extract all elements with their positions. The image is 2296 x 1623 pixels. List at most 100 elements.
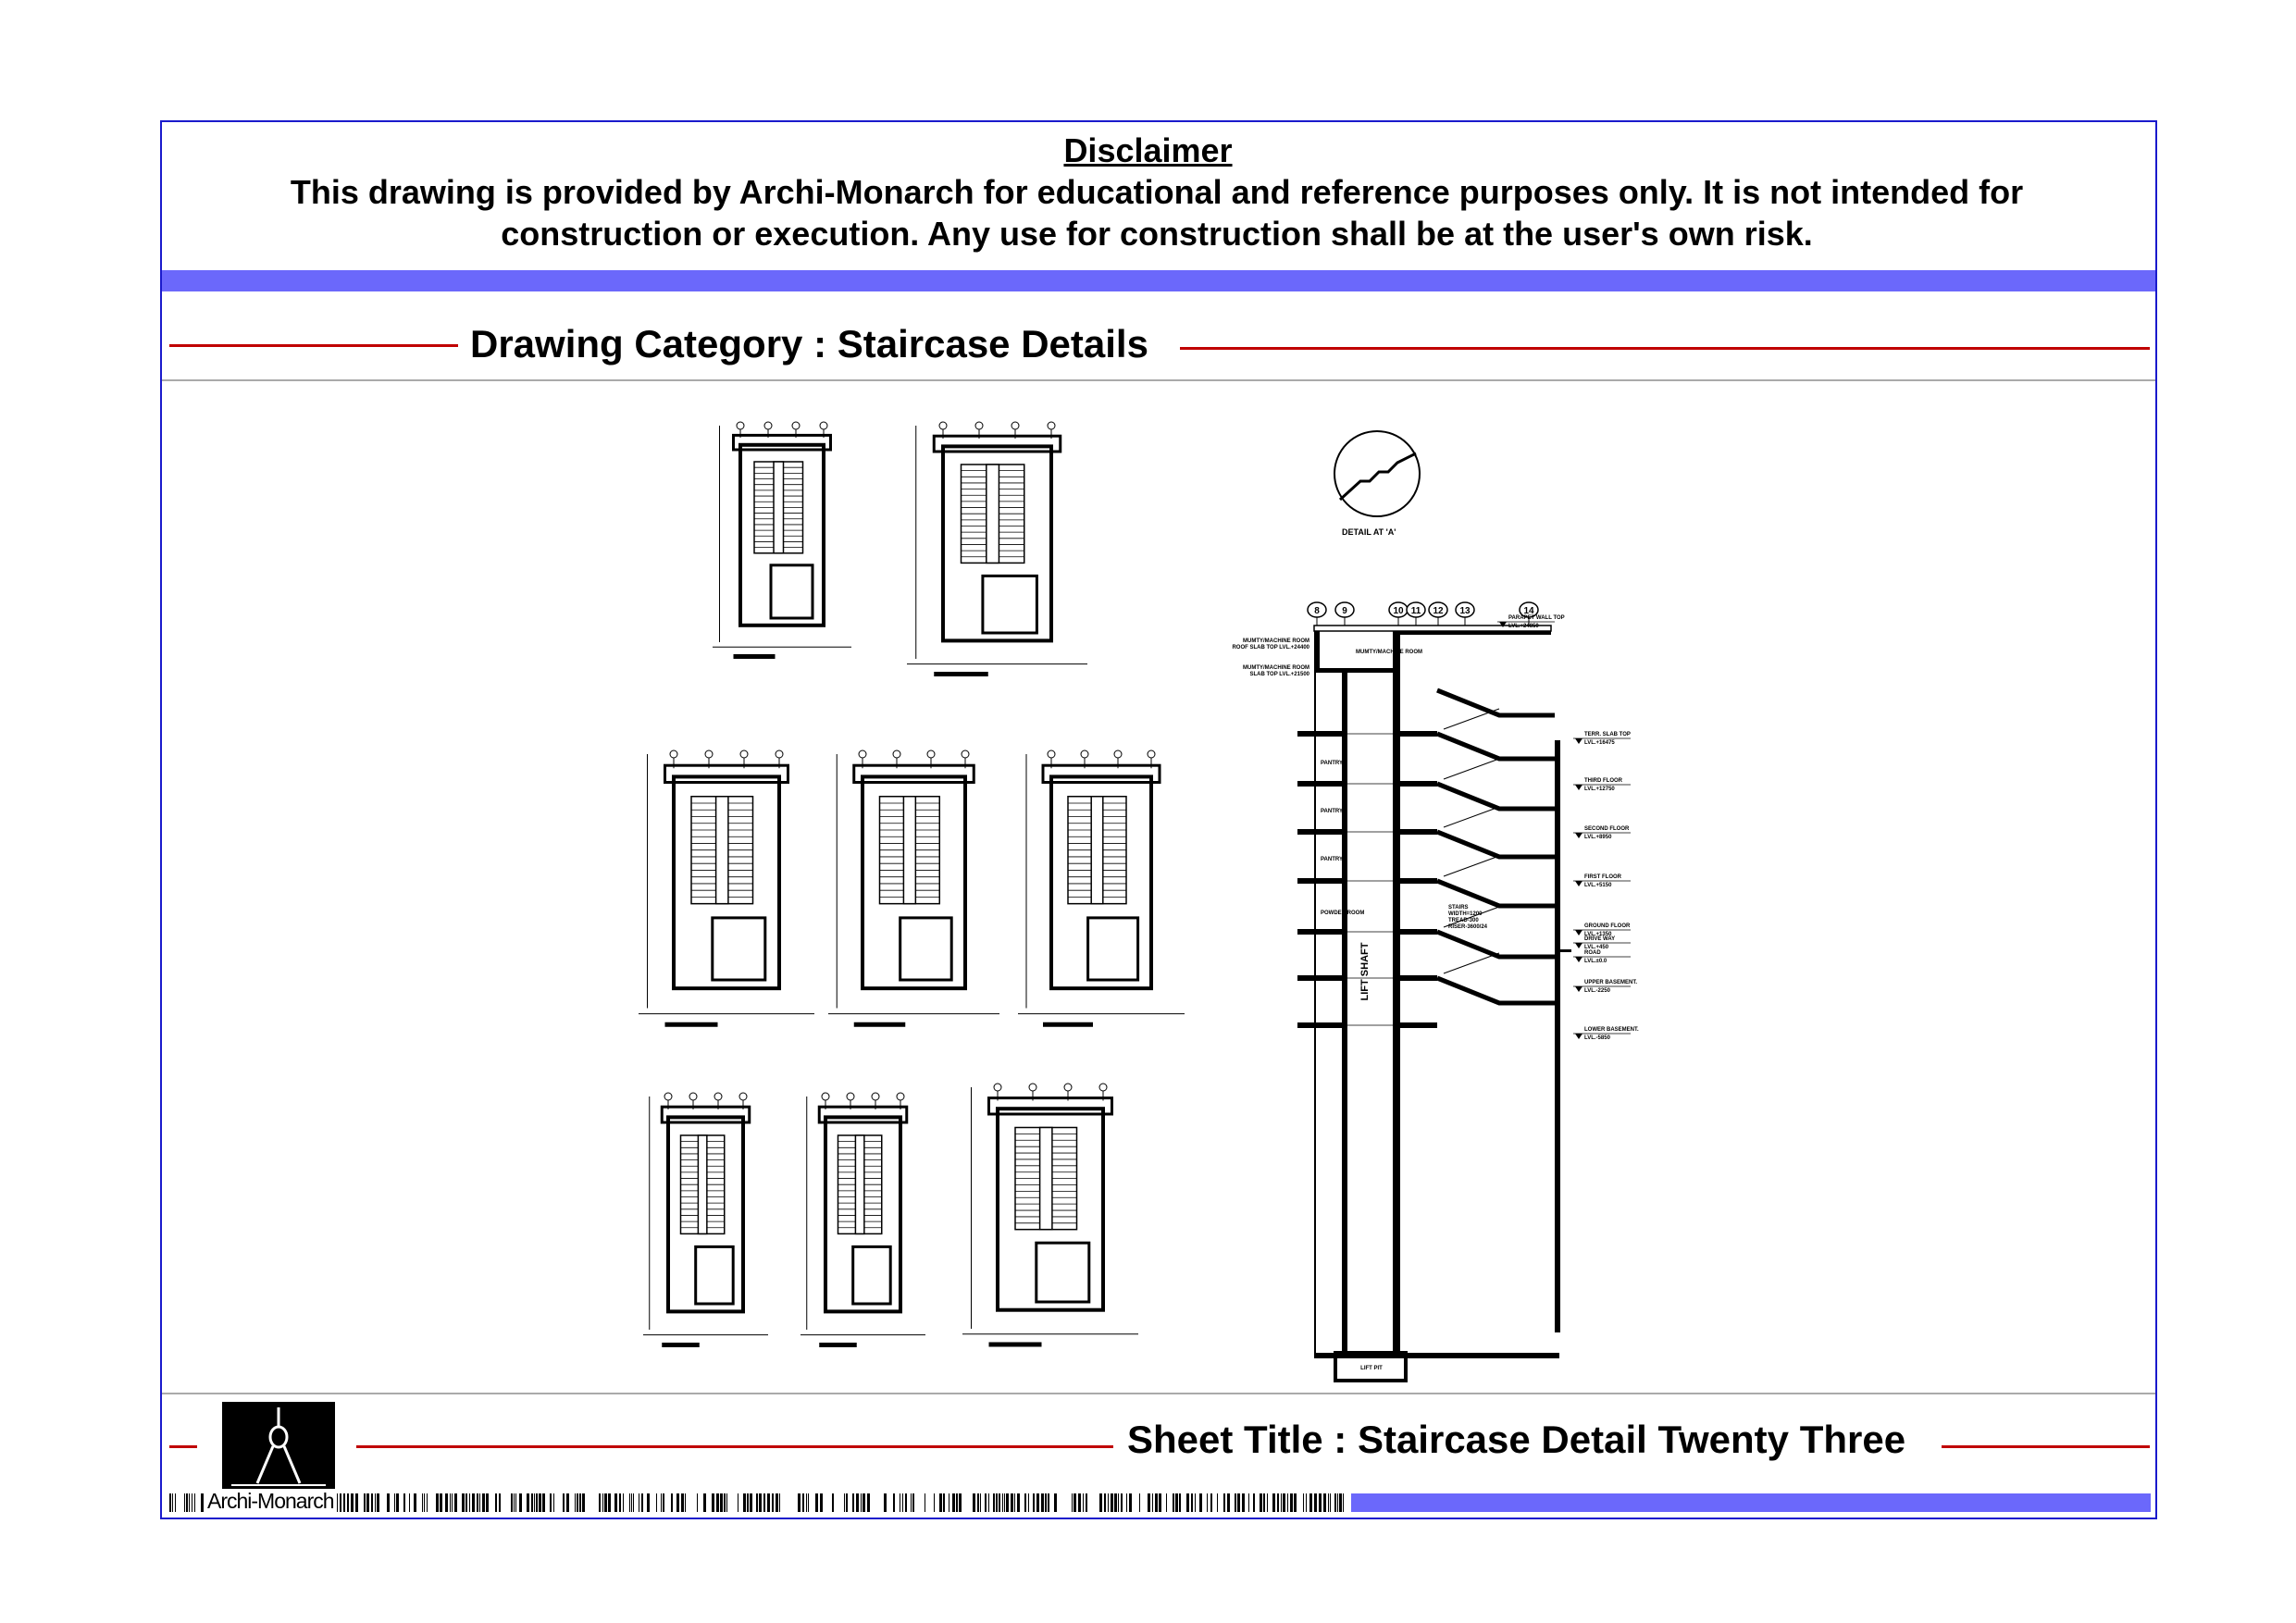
grid-bubble xyxy=(892,750,901,759)
level-marker xyxy=(1575,785,1582,790)
plan-wall xyxy=(861,774,967,991)
grid-label-8: 8 xyxy=(1314,606,1320,616)
barcode-bar xyxy=(902,1493,903,1512)
barcode-bar xyxy=(172,1493,173,1512)
barcode-bar xyxy=(347,1493,349,1512)
plan-wall xyxy=(738,442,825,627)
grid-bubble xyxy=(926,750,936,759)
barcode-bar xyxy=(806,1493,807,1512)
level-value: LVL.+16475 xyxy=(1584,740,1615,746)
barcode-bar xyxy=(798,1493,800,1512)
barcode-bar xyxy=(1277,1493,1279,1512)
barcode-bar xyxy=(1319,1493,1322,1512)
barcode-bar xyxy=(1148,1493,1150,1512)
plan-top-wall xyxy=(987,1096,1113,1116)
stairs-note: STAIRS xyxy=(1448,905,1469,911)
barcode-bar xyxy=(1139,1493,1140,1512)
barcode-bar xyxy=(1033,1493,1035,1512)
barcode-bar xyxy=(1048,1493,1049,1512)
plan-top-wall xyxy=(932,434,1062,453)
barcode-bar xyxy=(977,1493,979,1512)
plan-wall xyxy=(824,1115,902,1314)
barcode-bar xyxy=(743,1493,746,1512)
footer-band xyxy=(1351,1493,2151,1512)
level-name: TERR. SLAB TOP xyxy=(1584,732,1631,737)
lift-shaft xyxy=(769,564,814,620)
grid-bubble xyxy=(938,421,948,430)
level-marker xyxy=(1575,833,1582,838)
lift-shaft xyxy=(711,916,767,982)
lift-shaft-label: LIFT SHAFT xyxy=(1359,942,1371,1000)
barcode-bar xyxy=(633,1493,634,1512)
detail-circle xyxy=(1334,430,1421,517)
barcode-bar xyxy=(371,1493,373,1512)
plan-caption xyxy=(934,672,988,676)
room-label: PANTRY xyxy=(1321,809,1343,814)
stair-flight-down xyxy=(1436,975,1555,1006)
barcode-bar xyxy=(394,1493,395,1512)
stair-flight-up xyxy=(1443,906,1500,928)
floor-slab-stair xyxy=(1400,929,1437,935)
lift-shaft xyxy=(851,1245,892,1306)
stair-well xyxy=(986,464,1000,564)
plan-caption xyxy=(664,1022,718,1027)
floor-slab-left xyxy=(1297,1022,1346,1028)
barcode-bar xyxy=(1186,1493,1189,1512)
barcode-bar xyxy=(1159,1493,1161,1512)
plan-wall xyxy=(1049,774,1153,991)
barcode-bar xyxy=(1028,1493,1029,1512)
barcode-bar xyxy=(1227,1493,1230,1512)
barcode-bar xyxy=(1006,1493,1009,1512)
grid-bubble xyxy=(1147,750,1156,759)
barcode-bar xyxy=(440,1493,442,1512)
barcode-bar xyxy=(999,1493,1000,1512)
roof-slab xyxy=(1394,631,1551,635)
lift-shaft xyxy=(899,916,953,982)
stair-well xyxy=(1090,796,1104,905)
grid-bubble xyxy=(1113,750,1123,759)
barcode-bar xyxy=(366,1493,369,1512)
level-name: GROUND FLOOR xyxy=(1584,923,1631,929)
barcode-bar xyxy=(846,1493,848,1512)
barcode-bar xyxy=(469,1493,470,1512)
barcode-bar xyxy=(750,1493,752,1512)
barcode-bar xyxy=(912,1493,914,1512)
plan-caption xyxy=(1043,1022,1093,1027)
level-name: PARAPET WALL TOP xyxy=(1508,615,1565,621)
barcode-bar xyxy=(1114,1493,1117,1512)
floor-plan-5 xyxy=(1018,750,1185,1027)
barcode-bar xyxy=(445,1493,448,1512)
barcode-bar xyxy=(1121,1493,1123,1512)
grid-bubble xyxy=(974,421,984,430)
barcode-bar xyxy=(861,1493,862,1512)
barcode-bar xyxy=(1237,1493,1240,1512)
barcode-bar xyxy=(1166,1493,1167,1512)
barcode-bar xyxy=(514,1493,515,1512)
level-value: LVL.+24850 xyxy=(1508,624,1539,629)
barcode-bar xyxy=(685,1493,686,1512)
barcode-bar xyxy=(472,1493,475,1512)
barcode-bar xyxy=(337,1493,338,1512)
stair-well xyxy=(902,796,917,905)
mumty-slab xyxy=(1314,668,1397,673)
stair-well xyxy=(773,461,785,554)
category-rule-right xyxy=(1180,347,2150,350)
plan-caption xyxy=(819,1343,857,1347)
barcode-bar xyxy=(844,1493,845,1512)
barcode-bar xyxy=(184,1493,185,1512)
barcode-bar xyxy=(201,1493,204,1512)
stair-flight-up xyxy=(1443,806,1500,828)
barcode-bar xyxy=(1281,1493,1282,1512)
barcode-bar xyxy=(724,1493,726,1512)
plan-caption xyxy=(662,1343,700,1347)
barcode-bar xyxy=(663,1493,664,1512)
barcode-bar xyxy=(815,1493,818,1512)
barcode-bar xyxy=(550,1493,552,1512)
barcode-bar xyxy=(1210,1493,1212,1512)
barcode-bar xyxy=(756,1493,758,1512)
floor-slab-stair xyxy=(1400,1022,1437,1028)
barcode-bar xyxy=(465,1493,467,1512)
barcode-bar xyxy=(747,1493,749,1512)
barcode-bar xyxy=(772,1493,774,1512)
